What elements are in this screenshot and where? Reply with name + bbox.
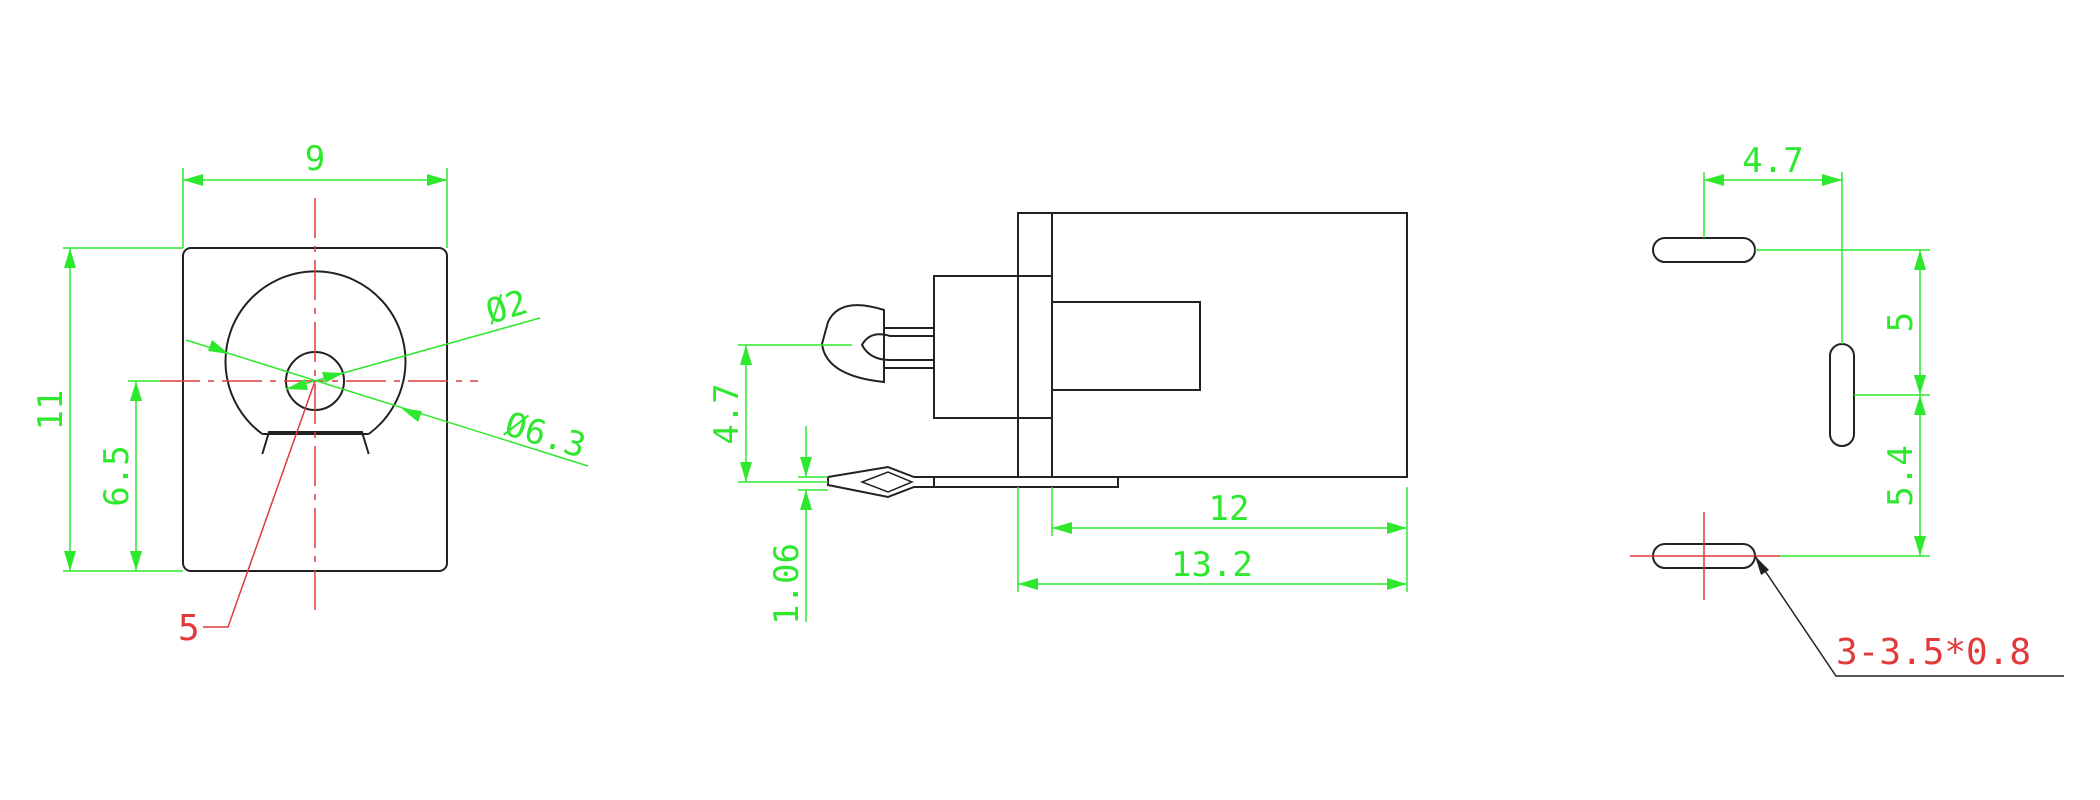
pin-offset-arrow-bottom: [740, 462, 752, 482]
total-length-arrow-right: [1387, 578, 1407, 590]
side-view: 4.7 1.06 12 13.2: [707, 212, 1408, 625]
h-spacing-arrow-left: [1704, 174, 1724, 186]
pin-thickness-label: 1.06: [767, 543, 807, 625]
side-bottom-terminal: [827, 465, 934, 499]
callout-label: 5: [178, 608, 200, 649]
v-spacing-top-label: 5: [1881, 312, 1921, 332]
v-spacing-bottom-label: 5.4: [1881, 445, 1921, 506]
outer-diameter-arrow-b: [401, 408, 422, 422]
pin-height-arrow-top: [130, 381, 142, 401]
height-arrow-bottom: [64, 551, 76, 571]
pin-thickness-arrow-bottom: [800, 490, 812, 510]
width-arrow-right: [427, 174, 447, 186]
v-spacing-arrow-top: [1914, 250, 1926, 270]
width-label: 9: [305, 139, 325, 179]
side-bottom-terminal-inner: [859, 471, 914, 493]
pin-height-arrow-bottom: [130, 551, 142, 571]
body-length-arrow-right: [1387, 522, 1407, 534]
inner-diameter-label: Ø2: [481, 282, 532, 332]
width-arrow-left: [183, 174, 203, 186]
side-top-terminal-inner: [860, 333, 934, 361]
front-view: 9 11 6.5 Ø2 Ø6.3 5: [31, 139, 590, 649]
h-spacing-label: 4.7: [1742, 141, 1803, 181]
callout-leader: [203, 380, 316, 628]
inner-diameter-arrow-b: [322, 372, 344, 383]
side-bottom-strip: [933, 476, 1119, 488]
pin-offset-arrow-top: [740, 345, 752, 365]
outer-diameter-arrow-a: [208, 340, 229, 354]
pin-height-label: 6.5: [97, 445, 137, 506]
side-rear-block: [933, 275, 1052, 419]
v-spacing-arrow-mid-down: [1914, 395, 1926, 415]
slot-note-label: 3-3.5*0.8: [1836, 632, 2031, 673]
slot-note-leader: [1754, 555, 2064, 677]
v-spacing-arrow-mid-up: [1914, 375, 1926, 395]
v-spacing-arrow-bottom: [1914, 536, 1926, 556]
side-top-terminal: [820, 304, 934, 384]
body-length-label: 12: [1209, 489, 1250, 529]
outer-diameter-leader: [185, 339, 589, 467]
footprint-view: 4.7 5 5.4 3-3.5*0.8: [1630, 141, 2064, 677]
inner-diameter-arrow-a: [286, 379, 308, 390]
slot-top: [1652, 237, 1756, 263]
height-label: 11: [31, 390, 71, 431]
side-inner-step: [1052, 301, 1201, 391]
total-length-label: 13.2: [1171, 545, 1253, 585]
body-length-arrow-left: [1052, 522, 1072, 534]
slot-note-arrow: [1755, 556, 1769, 575]
pin-offset-label: 4.7: [707, 383, 747, 444]
height-arrow-top: [64, 248, 76, 268]
outer-diameter-label: Ø6.3: [500, 404, 590, 466]
h-spacing-arrow-right: [1822, 174, 1842, 186]
side-body-main: [1017, 212, 1408, 478]
slot-middle: [1829, 343, 1855, 447]
total-length-arrow-left: [1018, 578, 1038, 590]
pin-thickness-arrow-top: [800, 457, 812, 477]
